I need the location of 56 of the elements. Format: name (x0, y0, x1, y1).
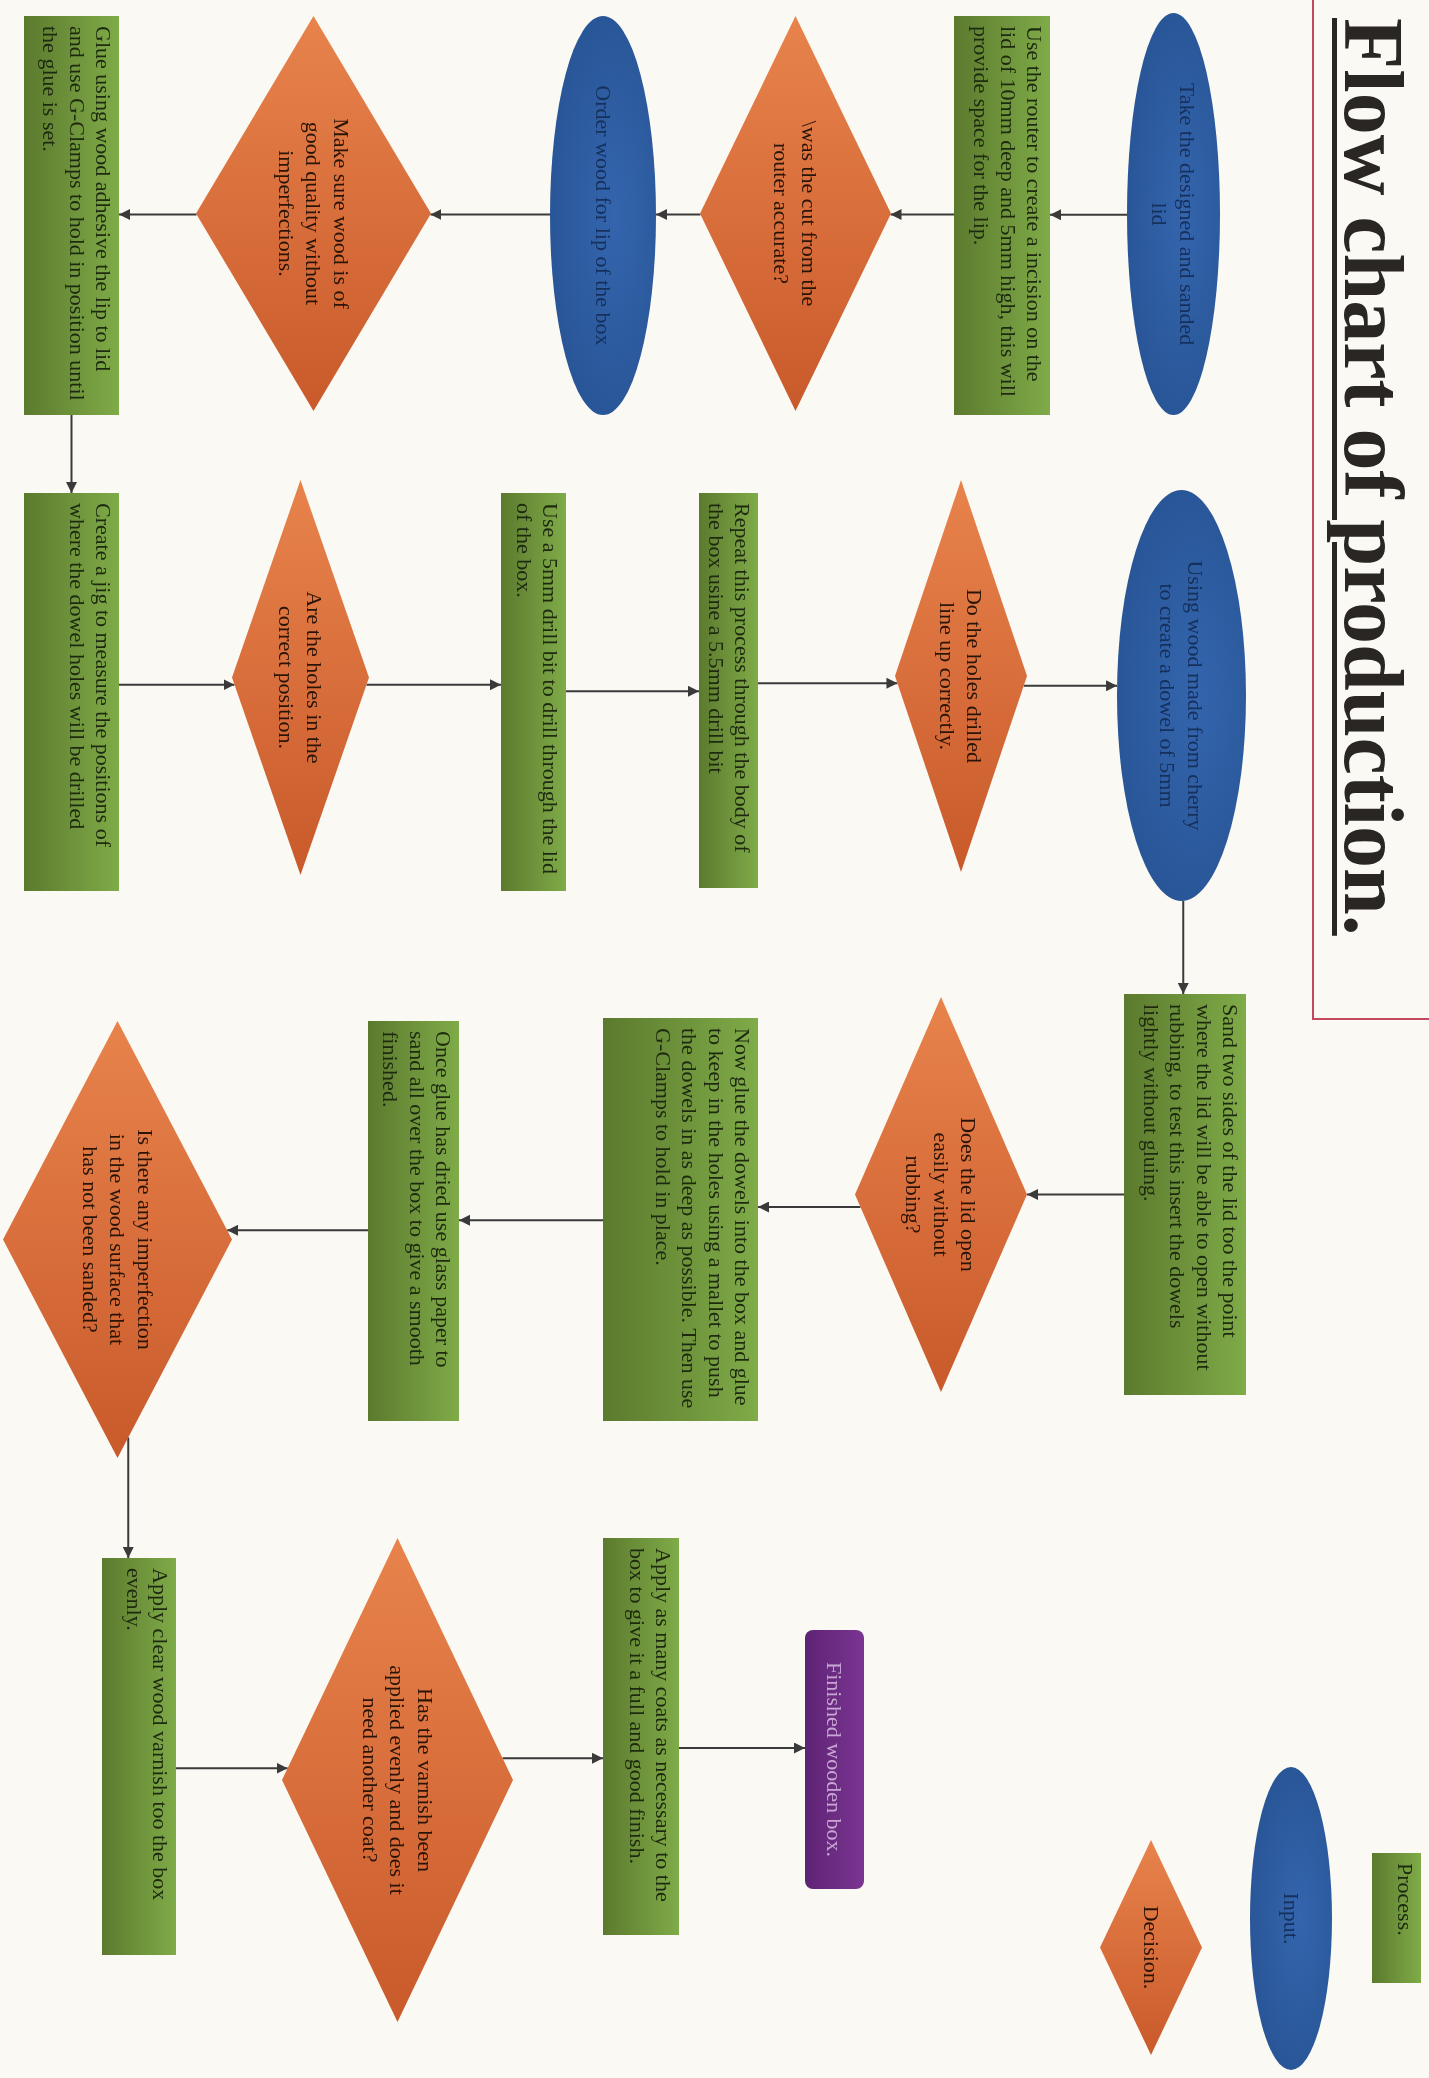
process-box (699, 493, 758, 888)
process-text: Apply clear wood varnish too the box evenly. (120, 1568, 173, 1903)
arrow (565, 685, 700, 697)
process-text: Create a jig to measure the positions of where the dowel holes will be drilled (63, 503, 116, 849)
process-box (24, 493, 119, 891)
arrow (66, 414, 77, 494)
process-box (603, 1538, 679, 1935)
arrow (118, 679, 236, 691)
end-text: Finished wooden box. (821, 1662, 849, 1857)
arrow (678, 1742, 806, 1754)
process-text: Once glue has dried use glass paper to sand all over the box to give a smooth finished. (377, 1031, 456, 1370)
process-box (1372, 1853, 1421, 1983)
input-text: Input. (1277, 1891, 1305, 1947)
process-box (603, 1018, 758, 1421)
input-text: Take the designed and sanded lid (1146, 81, 1201, 347)
process-text: Process. (1392, 1863, 1418, 1936)
arrow (365, 679, 502, 691)
process-box (24, 16, 119, 415)
input-text: Using wood made from cherry to create a dowel of 5mm (1154, 559, 1209, 832)
decision-text: Make sure wood is of good quality without imperfections. (272, 117, 355, 311)
process-box (368, 1021, 459, 1421)
arrow (1026, 1189, 1125, 1200)
arrow (122, 1436, 134, 1559)
process-box (102, 1558, 176, 1955)
process-box (954, 16, 1050, 415)
decision-text: Are the holes in the correct position. (273, 590, 328, 766)
arrow (226, 1224, 369, 1236)
process-text: Use the router to create a incision on the lid of 10mm deep and 5mm high, this will provide space for the lip. (968, 26, 1047, 399)
end-box (805, 1630, 864, 1889)
decision-text: Do the holes drilled line up correctly. (934, 587, 989, 766)
arrow (757, 677, 899, 689)
arrow (1049, 209, 1128, 221)
process-text: Apply as many coats as necessary to the box to give it a full and good finish. (623, 1548, 676, 1904)
process-text: Glue using wood adhesive the lip to lid and use G-Clamps to hold in position until the glue is set. (37, 26, 116, 403)
decision-text: \was the cut from the router accurate? (768, 119, 823, 309)
process-box (1124, 994, 1246, 1395)
arrow (175, 1762, 289, 1774)
process-text: Use a 5mm drill bit to drill through the lid of the box. (510, 503, 563, 876)
arrow (429, 209, 551, 220)
input-text: Order wood for lip of the box (589, 84, 617, 348)
arrow (1177, 899, 1189, 995)
arrow (1022, 680, 1119, 692)
arrow (655, 209, 702, 220)
decision-text: Is there any imperfection in the wood surface that has not been sanded? (76, 1128, 159, 1352)
arrow (889, 209, 955, 220)
arrow (458, 1214, 604, 1226)
decision-text: Does the lid open easily without rubbing? (900, 1116, 983, 1274)
arrow (501, 1752, 604, 1764)
arrow (118, 209, 198, 220)
process-box (501, 493, 566, 891)
title: Flow chart of production. (1326, 18, 1421, 936)
arrow (757, 1201, 862, 1213)
process-text: Sand two sides of the lid too the point where the lid will be able to open without rubbing, to test this insert the dowels lightly without gluing. (1137, 1004, 1243, 1373)
decision-text: Decision. (1137, 1904, 1165, 1992)
process-text: Now glue the dowels into the box and glue to keep in the holes using a mallet to push the dowels in as deep as possible. Then use G-Clamps to hold in place. (649, 1028, 755, 1411)
decision-text: Has the varnish been applied evenly and does it need another coat? (356, 1664, 439, 1897)
